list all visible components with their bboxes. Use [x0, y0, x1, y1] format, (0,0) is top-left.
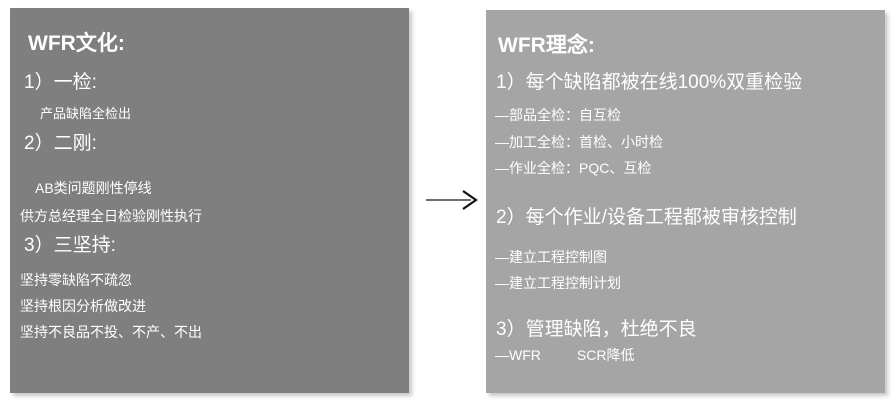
- left-item-3-sub-2: 坚持根因分析做改进: [20, 298, 146, 314]
- right-panel-title: WFR理念:: [498, 34, 595, 57]
- left-panel-title: WFR文化:: [28, 32, 125, 55]
- left-item-2-sub-1: AB类问题刚性停线: [35, 180, 152, 196]
- left-item-1-heading: 1）一检:: [24, 72, 97, 93]
- left-item-2-heading: 2）二刚:: [24, 133, 97, 154]
- right-item-1-sub-3: —作业全检：PQC、互检: [495, 160, 652, 176]
- right-item-2-sub-1: —建立工程控制图: [495, 249, 607, 265]
- right-item-1-sub-1: —部品全检：自互检: [495, 107, 621, 123]
- right-item-3-sub-left: —WFR: [495, 347, 541, 363]
- right-item-1-heading: 1）每个缺陷都被在线100%双重检验: [496, 72, 803, 93]
- left-item-3-sub-3: 坚持不良品不投、不产、不出: [20, 324, 202, 340]
- left-item-1-sub-1: 产品缺陷全检出: [40, 106, 132, 121]
- right-item-3-heading: 3）管理缺陷，杜绝不良: [496, 319, 697, 340]
- left-panel-content: WFR文化: 1）一检: 产品缺陷全检出 2）二刚: AB类问题刚性停线 供方总…: [10, 8, 409, 393]
- arrow-right-icon: [425, 183, 483, 217]
- left-item-2-sub-2: 供方总经理全日检验刚性执行: [20, 208, 202, 224]
- right-item-3-sub-1: —WFR SCR降低: [495, 348, 634, 362]
- right-item-1-sub-2: —加工全检：首检、小时检: [495, 134, 663, 150]
- left-item-3-heading: 3）三坚持:: [24, 235, 116, 256]
- right-item-3-sub-right: SCR降低: [576, 347, 635, 363]
- right-item-2-sub-2: —建立工程控制计划: [495, 275, 621, 291]
- left-panel: WFR文化: 1）一检: 产品缺陷全检出 2）二刚: AB类问题刚性停线 供方总…: [10, 8, 409, 393]
- right-panel-content: WFR理念: 1）每个缺陷都被在线100%双重检验 —部品全检：自互检 —加工全…: [486, 10, 885, 393]
- right-item-2-heading: 2）每个作业/设备工程都被审核控制: [496, 207, 797, 228]
- left-item-3-sub-1: 坚持零缺陷不疏忽: [20, 272, 132, 288]
- right-panel: WFR理念: 1）每个缺陷都被在线100%双重检验 —部品全检：自互检 —加工全…: [486, 10, 885, 393]
